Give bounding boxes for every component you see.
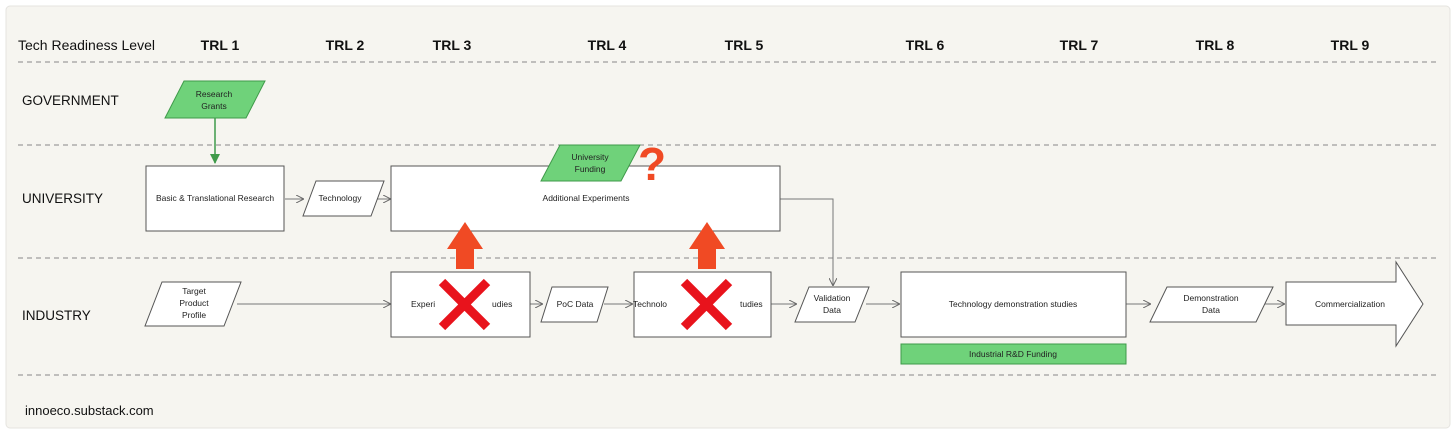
svg-text:udies: udies (492, 299, 512, 309)
svg-text:Technolo: Technolo (633, 299, 667, 309)
demonstration-data-node: Demonstration Data (1149, 286, 1274, 323)
row-label-industry: INDUSTRY (22, 308, 91, 323)
trl-level-1: TRL 1 (201, 37, 240, 53)
trl-level-5: TRL 5 (725, 37, 764, 53)
svg-text:Experi: Experi (411, 299, 435, 309)
svg-text:PoC Data: PoC Data (557, 299, 594, 309)
red-cross-icon-right (680, 278, 733, 331)
basic-research-node: Basic & Translational Research (145, 165, 285, 232)
trl-header-label: Tech Readiness Level (18, 37, 155, 53)
svg-text:Validation: Validation (814, 293, 851, 303)
svg-text:Target: Target (182, 286, 206, 296)
svg-text:Profile: Profile (182, 310, 206, 320)
svg-text:Technology demonstration studi: Technology demonstration studies (949, 299, 1078, 309)
footer-source: innoeco.substack.com (25, 403, 154, 418)
svg-text:tudies: tudies (740, 299, 763, 309)
svg-text:Funding: Funding (575, 164, 606, 174)
trl-level-3: TRL 3 (433, 37, 472, 53)
university-funding-node: University Funding (540, 144, 641, 182)
red-cross-icon-left (438, 278, 491, 331)
question-mark-icon: ? (638, 138, 666, 190)
row-label-government: GOVERNMENT (22, 93, 119, 108)
trl-level-2: TRL 2 (326, 37, 365, 53)
industrial-funding-node: Industrial R&D Funding (900, 343, 1127, 365)
svg-text:Basic & Translational Research: Basic & Translational Research (156, 193, 274, 203)
svg-text:Data: Data (823, 305, 841, 315)
tech-demo-studies-node: Technology demonstration studies (900, 271, 1127, 338)
trl-level-9: TRL 9 (1331, 37, 1370, 53)
svg-text:Additional Experiments: Additional Experiments (543, 193, 630, 203)
technology-node: Technology (302, 180, 385, 217)
trl-level-4: TRL 4 (588, 37, 627, 53)
poc-data-node: PoC Data (540, 286, 609, 323)
svg-text:Product: Product (179, 298, 209, 308)
arrow-experiments-to-validation (780, 198, 833, 285)
svg-text:Data: Data (1202, 305, 1220, 315)
row-label-university: UNIVERSITY (22, 191, 103, 206)
svg-text:Industrial R&D Funding: Industrial R&D Funding (969, 349, 1057, 359)
svg-text:Grants: Grants (201, 101, 227, 111)
svg-text:Commercialization: Commercialization (1315, 299, 1385, 309)
research-grants-node: Research Grants (164, 80, 266, 119)
svg-text:Research: Research (196, 89, 233, 99)
svg-text:Technology: Technology (318, 193, 362, 203)
red-up-arrow-icon-right (689, 222, 725, 269)
validation-data-node: Validation Data (794, 286, 870, 323)
red-up-arrow-icon-left (447, 222, 483, 269)
svg-text:University: University (571, 152, 609, 162)
trl-level-7: TRL 7 (1060, 37, 1099, 53)
commercialization-node: Commercialization (1285, 260, 1424, 348)
trl-level-8: TRL 8 (1196, 37, 1235, 53)
svg-text:Demonstration: Demonstration (1183, 293, 1239, 303)
trl-level-6: TRL 6 (906, 37, 945, 53)
target-product-profile-node: Target Product Profile (144, 281, 242, 327)
